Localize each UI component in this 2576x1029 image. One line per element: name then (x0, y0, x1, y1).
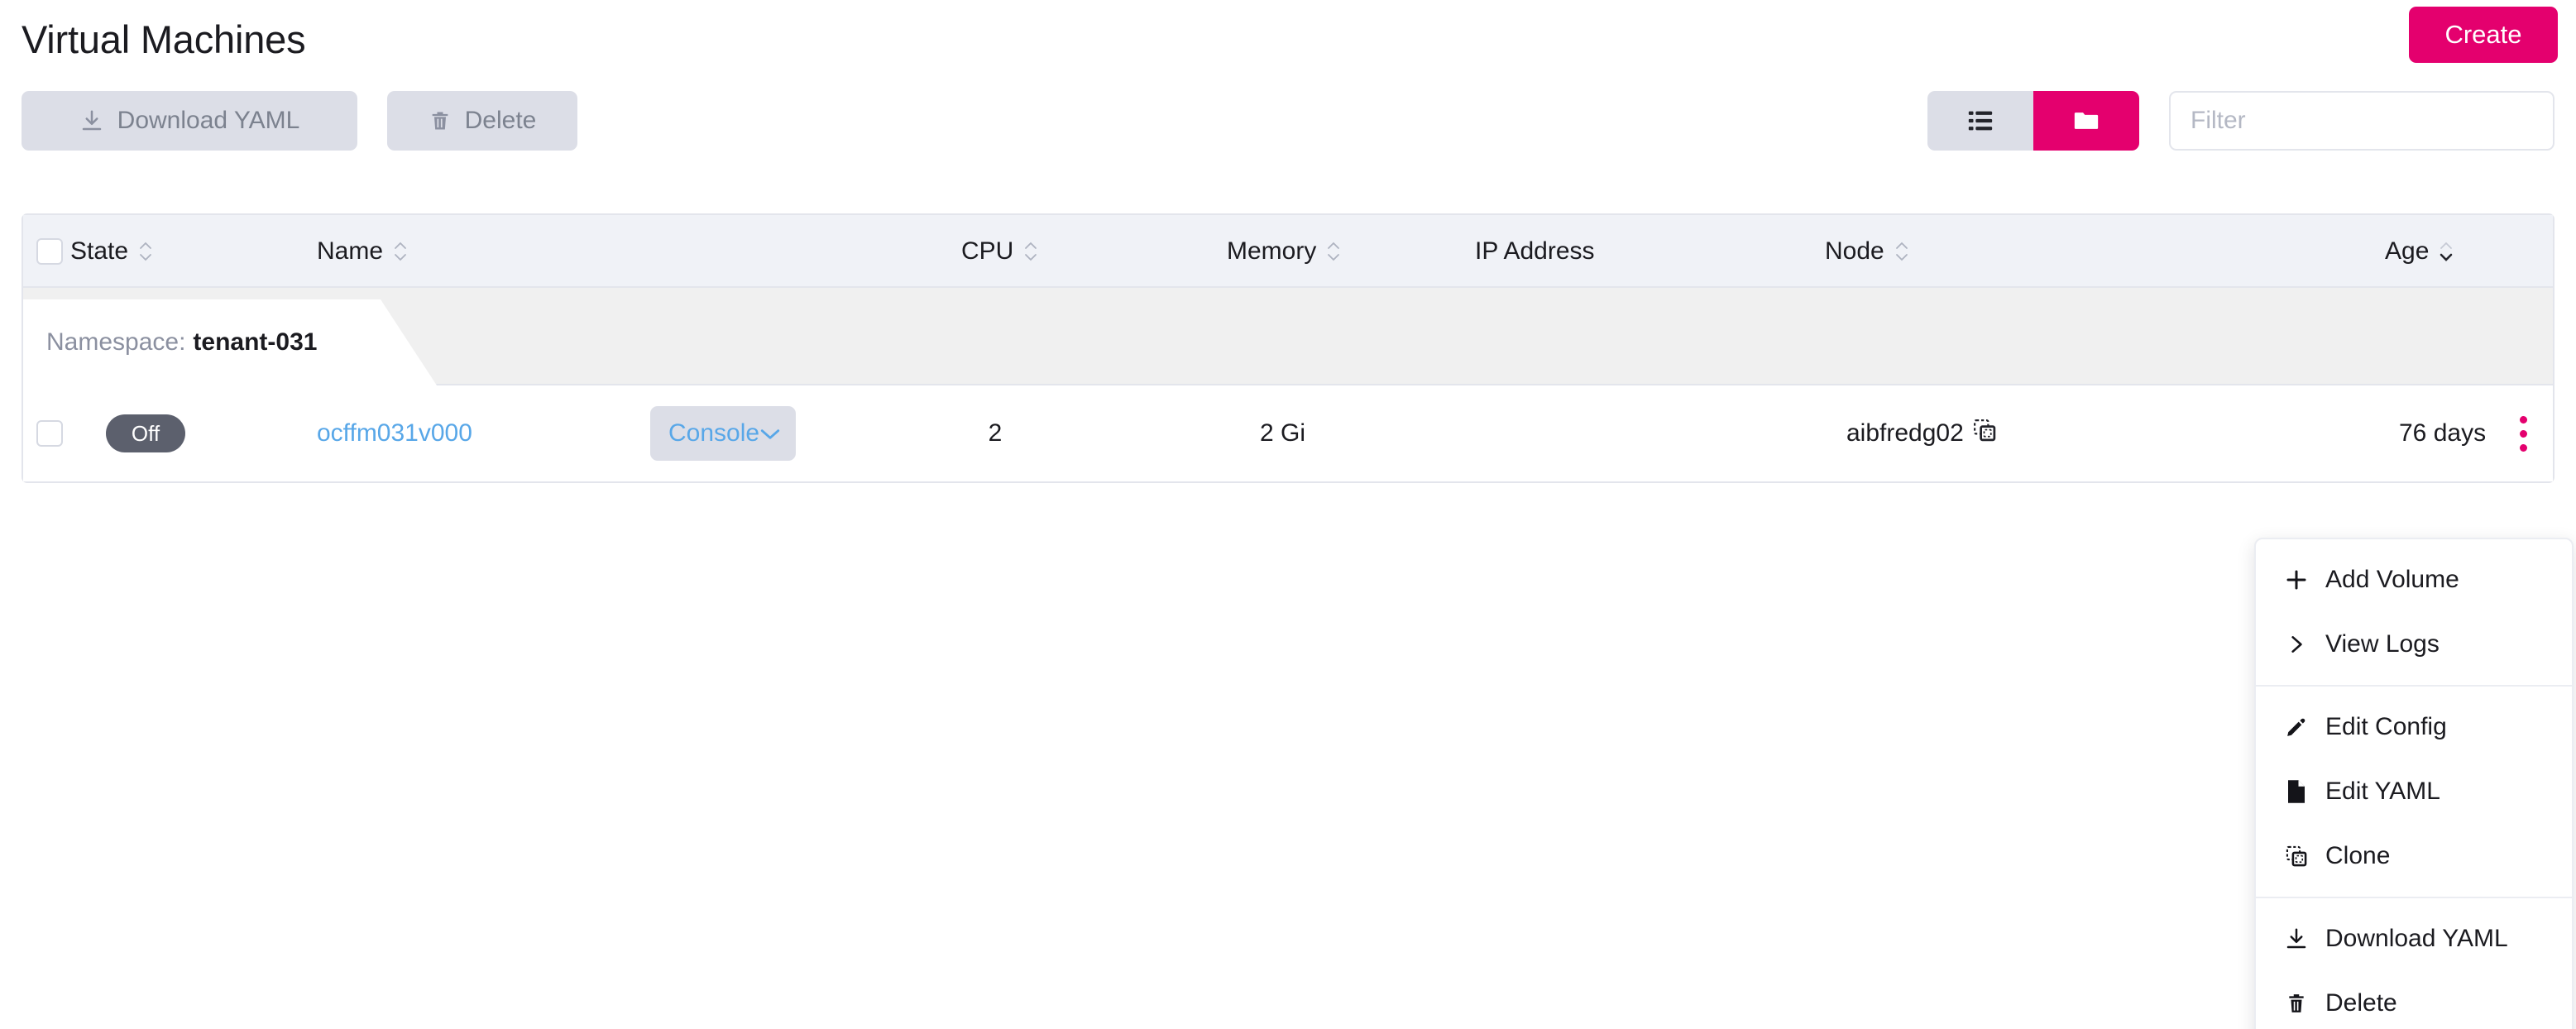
sort-indicator-memory[interactable] (1325, 241, 1342, 262)
menu-label-add-volume: Add Volume (2325, 566, 2459, 593)
menu-divider-2 (2256, 897, 2572, 898)
file-icon (2284, 779, 2309, 804)
column-label-ip-address: IP Address (1475, 237, 1595, 265)
menu-label-download-yaml: Download YAML (2325, 925, 2508, 952)
trash-icon (429, 109, 452, 132)
status-badge: Off (106, 414, 185, 452)
vm-table: State Name CPU (22, 213, 2554, 483)
view-toggle-group (1927, 91, 2139, 151)
cell-state: Off (106, 385, 185, 481)
column-header-cpu[interactable]: CPU (961, 215, 1039, 288)
table-row: Off ocffm031v000 Console 2 2 Gi aibfredg… (23, 385, 2553, 481)
create-button[interactable]: Create (2409, 7, 2558, 63)
menu-item-view-logs[interactable]: View Logs (2256, 612, 2572, 677)
column-header-node[interactable]: Node (1825, 215, 1910, 288)
chevron-down-icon (759, 419, 781, 447)
namespace-group-tab: Namespace: tenant-031 (23, 299, 437, 385)
download-yaml-label: Download YAML (117, 107, 300, 134)
chevron-right-icon (2284, 634, 2309, 655)
cell-node: aibfredg02 (1846, 385, 1997, 481)
console-label: Console (668, 419, 760, 447)
sort-indicator-node[interactable] (1894, 241, 1910, 262)
node-value: aibfredg02 (1846, 419, 1964, 447)
column-label-node: Node (1825, 237, 1884, 265)
sort-indicator-name[interactable] (392, 241, 409, 262)
row-actions-cell (2513, 385, 2534, 481)
menu-item-edit-yaml[interactable]: Edit YAML (2256, 759, 2572, 824)
menu-item-edit-config[interactable]: Edit Config (2256, 695, 2572, 759)
menu-label-delete: Delete (2325, 989, 2397, 1017)
namespace-group-band: Namespace: tenant-031 (23, 288, 2553, 385)
copy-icon[interactable] (1972, 418, 1997, 449)
row-select-cell (36, 385, 63, 481)
menu-item-clone[interactable]: Clone (2256, 824, 2572, 888)
sort-indicator-cpu[interactable] (1022, 241, 1039, 262)
trash-icon (2284, 992, 2309, 1015)
menu-label-edit-config: Edit Config (2325, 713, 2447, 740)
menu-item-download-yaml[interactable]: Download YAML (2256, 907, 2572, 971)
row-actions-kebab-icon[interactable] (2513, 409, 2534, 458)
list-view-icon[interactable] (1927, 91, 2033, 151)
plus-icon (2284, 567, 2309, 592)
cell-cpu: 2 (988, 419, 1003, 447)
namespace-label: Namespace: (46, 328, 186, 356)
column-label-name: Name (317, 237, 384, 265)
cell-memory: 2 Gi (1259, 419, 1306, 447)
download-yaml-button[interactable]: Download YAML (22, 91, 357, 151)
menu-label-clone: Clone (2325, 842, 2391, 869)
menu-label-view-logs: View Logs (2325, 630, 2440, 658)
column-header-name[interactable]: Name (317, 215, 409, 288)
column-header-state[interactable]: State (36, 215, 154, 288)
column-label-age: Age (2385, 237, 2430, 265)
cell-console: Console (650, 385, 796, 481)
column-label-memory: Memory (1227, 237, 1317, 265)
cell-age: 76 days (2399, 419, 2487, 447)
column-header-memory[interactable]: Memory (1227, 215, 1342, 288)
clone-icon (2284, 845, 2309, 868)
column-header-age[interactable]: Age (2385, 215, 2454, 288)
select-all-checkbox[interactable] (36, 238, 63, 265)
cell-name: ocffm031v000 (317, 385, 472, 481)
row-context-menu: Add Volume View Logs Edit Config E (2254, 538, 2574, 1029)
action-toolbar: Download YAML Delete (0, 91, 2576, 167)
namespace-value: tenant-031 (193, 328, 318, 356)
delete-label: Delete (464, 107, 537, 134)
filter-input[interactable] (2169, 91, 2554, 151)
menu-item-delete[interactable]: Delete (2256, 971, 2572, 1029)
download-icon (2284, 926, 2309, 951)
page-title: Virtual Machines (22, 17, 306, 61)
vm-name-link[interactable]: ocffm031v000 (317, 419, 472, 447)
folder-view-icon[interactable] (2033, 91, 2139, 151)
pencil-icon (2284, 716, 2309, 739)
console-dropdown-button[interactable]: Console (650, 406, 796, 461)
sort-indicator-age[interactable] (2438, 241, 2454, 262)
table-header-row: State Name CPU (23, 215, 2553, 288)
row-checkbox[interactable] (36, 420, 63, 447)
menu-divider-1 (2256, 685, 2572, 687)
column-label-state: State (70, 237, 129, 265)
delete-button[interactable]: Delete (387, 91, 577, 151)
menu-item-add-volume[interactable]: Add Volume (2256, 548, 2572, 612)
column-label-cpu: CPU (961, 237, 1014, 265)
sort-indicator-state[interactable] (137, 241, 154, 262)
menu-label-edit-yaml: Edit YAML (2325, 778, 2440, 805)
column-header-ip-address: IP Address (1475, 215, 1595, 288)
download-icon (79, 108, 104, 133)
